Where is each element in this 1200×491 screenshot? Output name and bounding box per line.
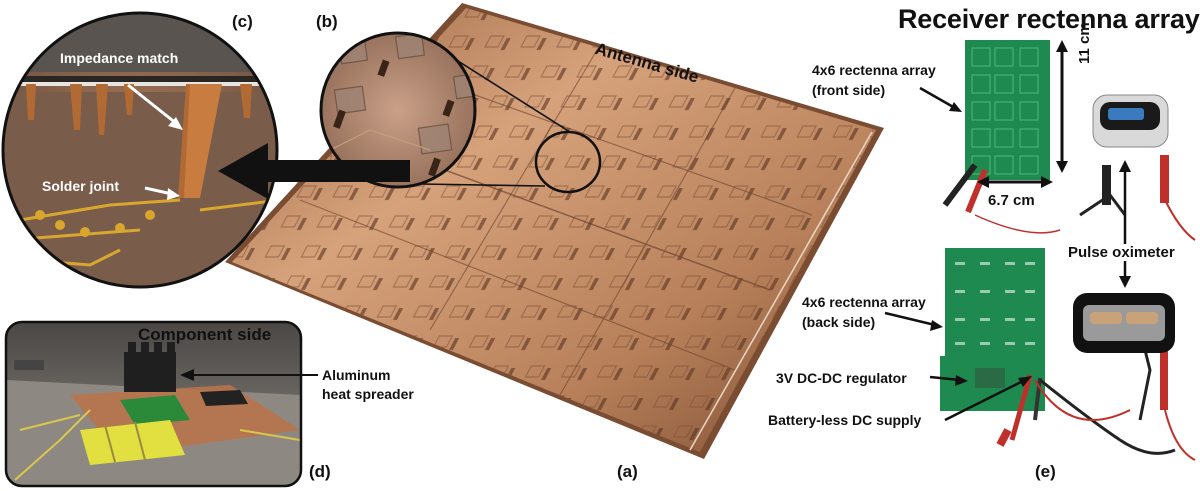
supply-arrow — [944, 376, 1032, 422]
heat-spreader-label: Aluminum heat spreader — [322, 367, 414, 402]
back-label: 4x6 rectenna array (back side) — [802, 294, 926, 330]
oximeter-arrow — [1119, 160, 1131, 288]
pcb-front — [965, 40, 1050, 180]
component-side-panel — [4, 320, 303, 488]
height-label: 11 cm — [1076, 22, 1093, 64]
oximeter-label: Pulse oximeter — [1068, 244, 1175, 261]
width-dimension — [977, 176, 1053, 188]
panel-e-letter: (e) — [1035, 462, 1056, 481]
impedance-label: Impedance match — [60, 50, 179, 66]
panel-b-letter: (b) — [316, 12, 338, 31]
zoom-region-ellipse — [534, 130, 602, 194]
zoom-circle-b — [319, 31, 477, 189]
regulator-label: 3V DC-DC regulator — [776, 370, 907, 386]
height-dimension — [1056, 40, 1068, 173]
impedance-arrow — [127, 83, 183, 130]
regulator-arrow — [929, 375, 968, 386]
component-side-title: Component side — [138, 325, 272, 344]
heat-spreader-arrow — [180, 369, 318, 381]
zoom-line-bottom — [419, 183, 546, 187]
oximeter-front — [1092, 94, 1169, 148]
zoom-circle-c — [1, 11, 279, 289]
width-label: 6.7 cm — [988, 192, 1035, 209]
receiver-title: Receiver rectenna array — [898, 4, 1200, 34]
front-label-arrow — [919, 86, 962, 112]
solder-label: Solder joint — [42, 178, 119, 194]
oximeter-back — [1073, 293, 1175, 353]
probes-front — [942, 155, 1196, 241]
big-arrow — [218, 143, 410, 199]
back-label-arrow — [884, 311, 943, 331]
supply-label: Battery-less DC supply — [768, 412, 922, 428]
panel-a-letter: (a) — [617, 462, 638, 481]
panel-c-letter: (c) — [232, 12, 253, 31]
solder-arrow — [144, 186, 180, 200]
front-label: 4x6 rectenna array (front side) — [812, 62, 936, 98]
panel-d-letter: (d) — [309, 462, 331, 481]
